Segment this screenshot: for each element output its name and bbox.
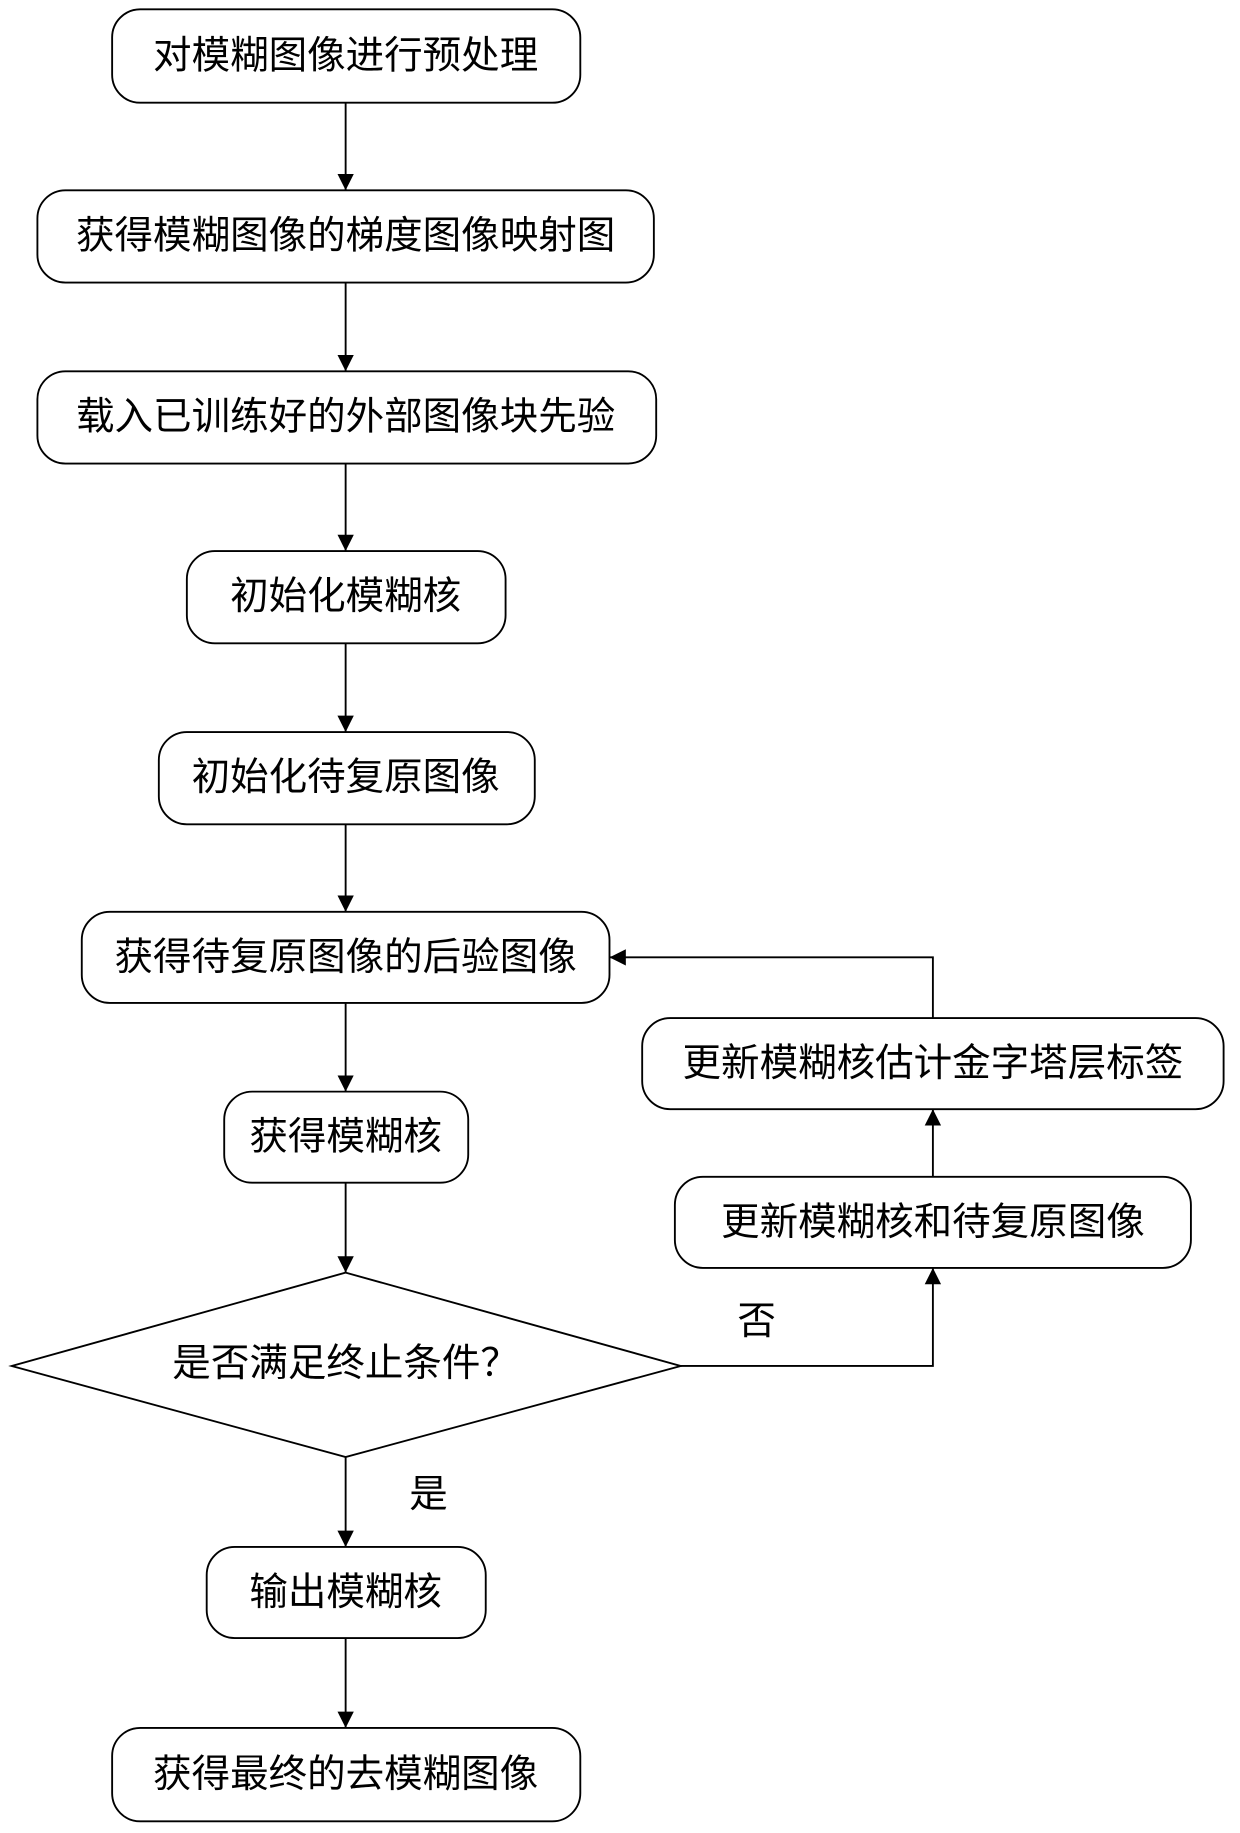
node-init-image-box [157,731,536,826]
node-update-both: 更新模糊核和待复原图像 [673,1175,1192,1269]
node-load-prior: 载入已训练好的外部图像块先验 [36,370,658,465]
node-get-kernel-label: 获得模糊核 [249,1115,442,1160]
edge-label-yes: 是 [409,1472,448,1517]
edge-label-no: 否 [737,1299,776,1344]
node-init-kernel-label: 初始化模糊核 [230,574,461,619]
node-decision-label: 是否满足终止条件？ [172,1341,519,1386]
node-decision-diamond [8,1271,685,1459]
node-update-label: 更新模糊核估计金字塔层标签 [641,1017,1225,1111]
node-posterior-label: 获得待复原图像的后验图像 [115,935,577,980]
node-get-kernel-box [223,1090,470,1184]
node-decision: 是否满足终止条件？ [8,1271,685,1459]
node-final-image: 获得最终的去模糊图像 [111,1726,582,1823]
node-preprocess: 对模糊图像进行预处理 [111,8,582,104]
node-output-kernel-label: 输出模糊核 [249,1570,442,1615]
node-gradient-map: 获得模糊图像的梯度图像映射图 [36,189,655,284]
node-gradient-map-box [36,189,655,284]
node-final-image-label: 获得最终的去模糊图像 [153,1752,538,1797]
node-get-kernel: 获得模糊核 [223,1090,470,1184]
node-output-kernel-box [205,1546,487,1639]
node-update-label-label: 更新模糊核估计金字塔层标签 [683,1041,1184,1086]
node-posterior-box [80,910,611,1004]
edge-update-label-to-posterior [609,949,934,1019]
node-preprocess-box [111,8,582,104]
node-update-label-box [641,1017,1225,1111]
node-posterior: 获得待复原图像的后验图像 [80,910,611,1004]
edge-decision-no-to-update-both [680,1267,942,1367]
node-init-kernel-box [185,550,507,645]
node-load-prior-box [36,370,658,465]
node-update-both-box [673,1175,1192,1269]
node-final-image-box [111,1726,582,1823]
node-init-image-label: 初始化待复原图像 [192,755,500,800]
node-update-both-label: 更新模糊核和待复原图像 [721,1200,1145,1245]
node-gradient-map-label: 获得模糊图像的梯度图像映射图 [76,213,615,258]
node-output-kernel: 输出模糊核 [205,1546,487,1639]
node-preprocess-label: 对模糊图像进行预处理 [153,34,538,79]
node-init-kernel: 初始化模糊核 [185,550,507,645]
node-init-image: 初始化待复原图像 [157,731,536,826]
node-load-prior-label: 载入已训练好的外部图像块先验 [76,394,615,439]
